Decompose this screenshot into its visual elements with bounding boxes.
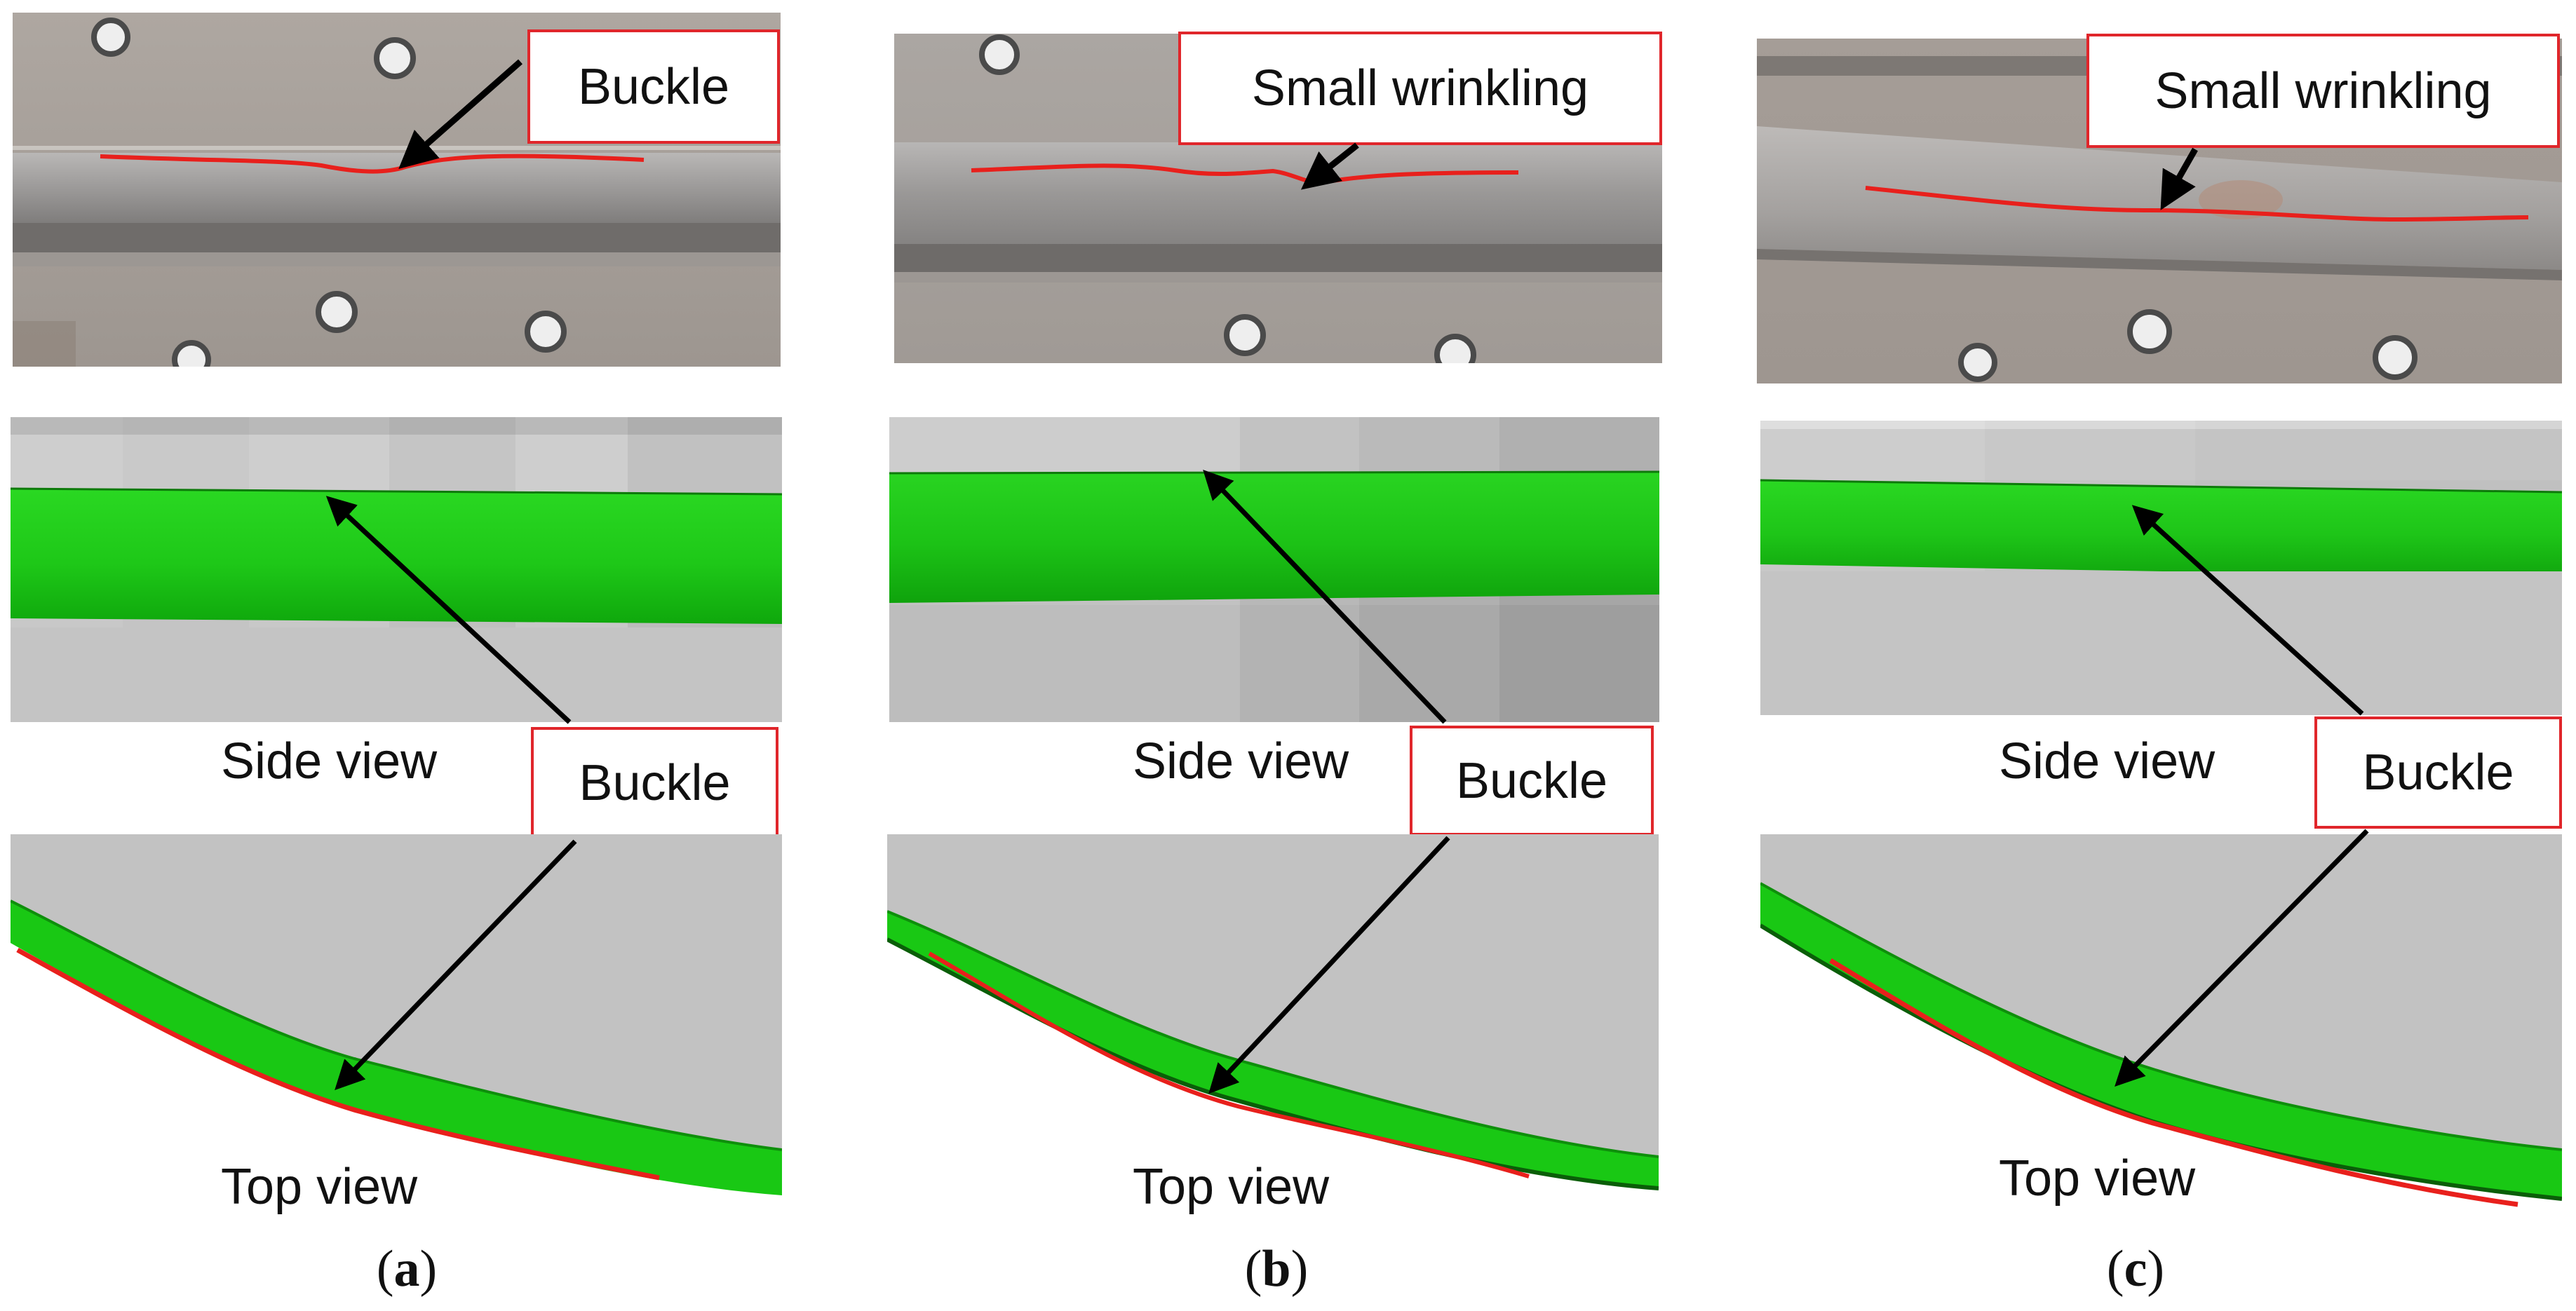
side-callout-b: Buckle — [1410, 726, 1654, 836]
defect-line — [1829, 958, 2518, 1207]
top-view-a-image — [11, 834, 782, 1199]
subfigure-label-b: (b) — [1244, 1240, 1309, 1298]
subfigure-label-c: (c) — [2106, 1240, 2165, 1298]
photo-callout-b: Small wrinkling — [1178, 32, 1662, 145]
bolt-hole — [525, 311, 567, 353]
side-callout-c-text: Buckle — [2362, 745, 2514, 801]
side-view-c-image — [1760, 421, 2562, 715]
side-view-panel-b — [889, 417, 1659, 722]
photo-callout-b-text: Small wrinkling — [1251, 60, 1589, 116]
top-view-caption-b: Top view — [1133, 1159, 1330, 1215]
side-callout-a: Buckle — [531, 727, 778, 839]
bolt-hole — [1224, 314, 1266, 356]
side-view-panel-a — [11, 417, 782, 722]
top-view-caption-c: Top view — [1999, 1150, 2196, 1207]
bolt-hole — [979, 34, 1020, 75]
top-view-caption-a: Top view — [221, 1159, 418, 1215]
column-c: Small wrinkling Side view Buck — [1750, 0, 2576, 1311]
bolt-hole — [316, 291, 358, 333]
side-view-caption-a: Side view — [221, 733, 438, 789]
defect-line — [16, 947, 660, 1181]
bolt-hole — [2373, 335, 2417, 380]
defect-line — [971, 163, 1519, 185]
side-view-panel-c — [1760, 421, 2562, 715]
top-view-b-image — [887, 834, 1659, 1190]
column-b: Small wrinkling — [884, 0, 1690, 1311]
side-view-a-image — [11, 417, 782, 722]
top-view-panel-b — [887, 834, 1659, 1199]
top-view-panel-a — [11, 834, 782, 1199]
photo-callout-a: Buckle — [527, 29, 780, 144]
photo-callout-c: Small wrinkling — [2086, 34, 2560, 148]
side-view-caption-c: Side view — [1999, 733, 2216, 789]
photo-callout-c-text: Small wrinkling — [2154, 62, 2492, 119]
side-callout-b-text: Buckle — [1455, 752, 1608, 809]
side-view-b-image — [889, 417, 1659, 722]
bolt-hole — [91, 18, 130, 57]
bolt-hole — [172, 340, 211, 367]
subfigure-label-a: (a) — [376, 1240, 438, 1298]
photo-callout-a-text: Buckle — [577, 58, 730, 115]
bolt-hole — [2127, 309, 2172, 354]
side-view-caption-b: Side view — [1133, 733, 1349, 789]
defect-line — [1865, 186, 2529, 222]
bolt-hole — [374, 37, 416, 79]
column-a: Buckle Side view — [0, 0, 807, 1311]
bolt-hole — [1958, 343, 1997, 382]
bolt-hole — [1434, 334, 1476, 363]
defect-line — [928, 951, 1530, 1178]
side-callout-c: Buckle — [2314, 716, 2562, 829]
side-callout-a-text: Buckle — [579, 755, 731, 811]
